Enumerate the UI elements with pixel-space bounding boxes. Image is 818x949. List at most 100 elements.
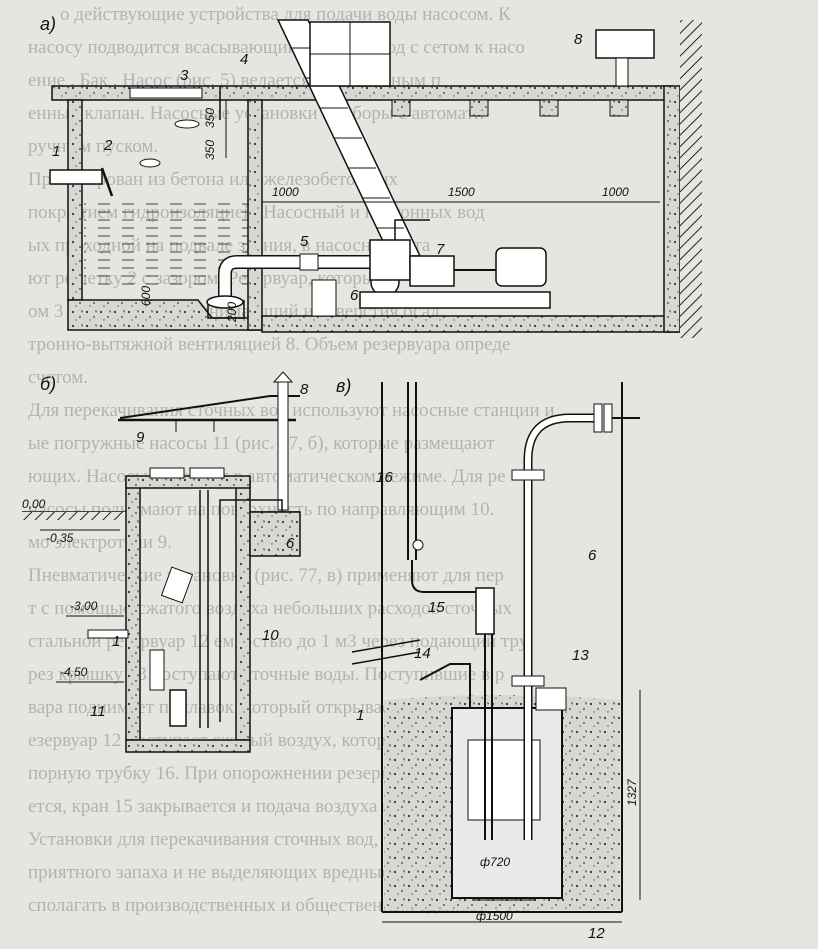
dim-1000-b: 1000	[602, 185, 629, 199]
inlet-pipe	[49, 169, 103, 185]
slab-beam	[609, 99, 629, 117]
well-cover	[125, 475, 251, 489]
dim-350b: 350	[203, 140, 217, 160]
background-text-line: рез крышку 13 поступают сточные воды. По…	[28, 664, 505, 685]
callout-b-10: 10	[262, 627, 279, 644]
callout-a-4: 4	[240, 51, 248, 68]
grid-screen	[100, 167, 114, 197]
valve-handle	[412, 539, 424, 551]
hatch-cover	[189, 467, 225, 479]
callout-a-6: 6	[350, 287, 359, 304]
callout-b-1: 1	[112, 633, 120, 650]
callout-a-1: 1	[52, 143, 60, 160]
level-450: -4,50	[60, 665, 88, 679]
submersible-pump	[169, 689, 187, 727]
air-pipe	[411, 560, 478, 593]
dim-1500: 1500	[448, 185, 475, 199]
hatch-cover	[149, 467, 185, 479]
dim-1000-a: 1000	[272, 185, 299, 199]
callout-a-8: 8	[574, 31, 583, 48]
dim-600: 600	[139, 286, 153, 306]
level-relay	[129, 87, 203, 99]
callout-b-9: 9	[136, 429, 145, 446]
cabinet-stand	[615, 57, 629, 87]
background-text-line: насосы поднимают на поверхность по напра…	[28, 499, 495, 520]
float-upper	[174, 119, 200, 129]
dim-f1500: ф1500	[476, 909, 513, 923]
callout-v-16: 16	[376, 469, 393, 486]
tank-left-wall	[67, 99, 83, 301]
partition-wall	[247, 99, 263, 331]
background-text-line: т с помощью сжатого воздуха небольших ра…	[28, 598, 512, 619]
slab-beam	[539, 99, 559, 117]
well-right-wall	[235, 479, 251, 741]
pressure-pipe-b	[219, 499, 283, 722]
pressure-pipe	[394, 219, 430, 240]
well-bottom	[125, 739, 251, 753]
hoist-beam	[119, 395, 300, 419]
panel-a: а)	[40, 14, 702, 338]
float-lower	[139, 158, 161, 168]
callout-a-2: 2	[103, 137, 113, 154]
level-300: -3,00	[70, 599, 98, 613]
panel-a-label: а)	[40, 14, 56, 34]
slab-beam	[391, 99, 411, 117]
pump-body	[369, 239, 411, 281]
gate-valve	[299, 253, 319, 271]
background-text-line: стальной резервуар 12 емкостью до 1 м3 ч…	[28, 631, 529, 652]
inlet-pipe-14	[419, 663, 471, 708]
pipe-support	[311, 279, 337, 317]
callout-b-6: 6	[286, 535, 295, 552]
background-text-line: насосу подводится всасывающий трубопрово…	[28, 37, 525, 58]
background-text-line: Проектирован из бетона или железобетонны…	[28, 169, 399, 190]
callout-b-8: 8	[300, 381, 309, 398]
callout-v-1: 1	[356, 707, 364, 724]
panel-v: в)	[336, 376, 641, 942]
callout-v-6: 6	[588, 547, 597, 564]
machine-hall-floor	[261, 315, 679, 333]
valve-chamber	[249, 511, 301, 557]
background-text-line: тронно-вытяжной вентиляцией 8. Объем рез…	[28, 334, 511, 355]
callout-a-5: 5	[300, 233, 309, 250]
panel-v-label: в)	[336, 376, 351, 396]
callout-b-11: 11	[90, 703, 106, 720]
panel-b: б)	[22, 371, 309, 753]
dim-200: 200	[225, 302, 239, 323]
background-text-line: Для перекачивания сточных вод используют…	[28, 400, 555, 421]
background-text-line: Пневматические установки (рис. 77, в) пр…	[28, 565, 504, 586]
inlet-pipe-b	[87, 629, 129, 639]
callout-v-14: 14	[414, 645, 431, 662]
callout-v-12: 12	[588, 925, 605, 942]
float-switch	[149, 649, 165, 691]
air-crane	[475, 587, 495, 635]
suction-strainer	[206, 295, 244, 309]
tank-cover	[535, 687, 567, 711]
background-text-line: счетом.	[28, 367, 89, 388]
background-text-line: ручным пуском.	[28, 136, 159, 157]
background-text-line: ые погружные насосы 11 (рис. 77, б), кот…	[28, 433, 495, 454]
background-text-line: о действующие устройства для подачи воды…	[60, 4, 511, 25]
callout-a-7: 7	[436, 241, 445, 258]
pump-base	[359, 291, 551, 309]
dim-350a: 350	[203, 108, 217, 128]
dim-1327: 1327	[625, 778, 639, 806]
spare-pump	[160, 566, 194, 604]
slab-beam	[469, 99, 489, 117]
dim-f720: ф720	[480, 855, 510, 869]
sump-pit	[207, 300, 245, 319]
level-035: -0,35	[46, 531, 74, 545]
callout-a-3: 3	[180, 67, 189, 84]
coupling	[409, 255, 455, 287]
ground-hatch	[680, 20, 702, 338]
tank-water	[84, 200, 262, 290]
vent-pipe	[277, 379, 289, 511]
right-wall	[663, 85, 681, 333]
callout-v-13: 13	[572, 647, 589, 664]
callout-v-15: 15	[428, 599, 445, 616]
control-cabinet	[595, 29, 655, 59]
well-left-wall	[125, 479, 141, 741]
level-0: 0,00	[22, 497, 46, 511]
inlet-pipe-v	[351, 639, 421, 653]
